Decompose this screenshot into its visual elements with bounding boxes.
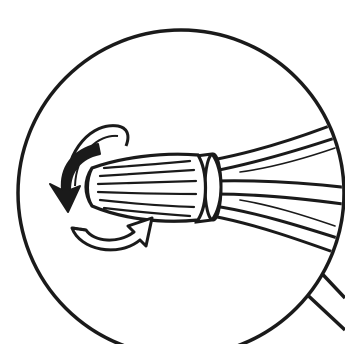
- wire-nut-icon: [84, 152, 208, 223]
- rotation-arrow-icon: [49, 143, 101, 213]
- rotation-arrow-lower: [70, 216, 154, 252]
